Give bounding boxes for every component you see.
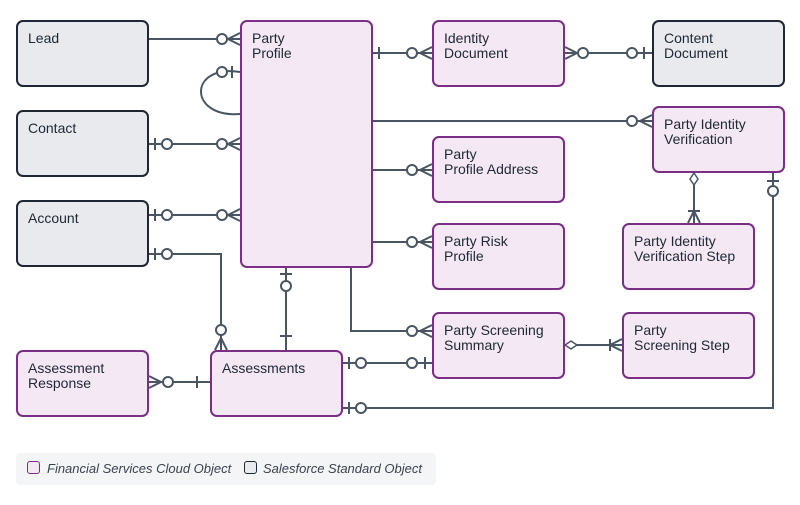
connector-party-risk-profile xyxy=(373,235,433,249)
connector-party-profile-self xyxy=(200,66,241,116)
connector-identity-document-content-document xyxy=(564,46,652,60)
connector-party-screening-summary xyxy=(350,268,433,338)
entity-account[interactable]: Account xyxy=(16,200,149,267)
connector-party-profile-address xyxy=(373,163,433,177)
connector-account-party-profile xyxy=(149,208,241,222)
entity-party-identity-verification[interactable]: Party Identity Verification xyxy=(652,106,785,173)
entity-party-risk-profile[interactable]: Party Risk Profile xyxy=(432,223,565,290)
connector-verification-step xyxy=(687,171,701,224)
connector-assessment-response-assessments xyxy=(148,375,210,389)
legend-swatch-fsc xyxy=(27,461,40,474)
entity-assessment-response[interactable]: Assessment Response xyxy=(16,350,149,417)
connector-assessments-screening-summary xyxy=(343,357,432,369)
entity-assessments[interactable]: Assessments xyxy=(210,350,343,417)
legend-label-standard: Salesforce Standard Object xyxy=(263,461,422,476)
legend-label-fsc: Financial Services Cloud Object xyxy=(47,461,232,476)
entity-party-profile[interactable]: Party Profile xyxy=(240,20,373,268)
entity-lead[interactable]: Lead xyxy=(16,20,149,87)
connector-party-profile-assessments xyxy=(280,268,292,350)
legend-swatch-standard xyxy=(244,461,257,474)
entity-party-identity-verification-step[interactable]: Party Identity Verification Step xyxy=(622,223,755,290)
connector-contact-party-profile xyxy=(149,137,241,151)
connector-party-profile-identity-verification xyxy=(373,114,653,128)
entity-identity-document[interactable]: Identity Document xyxy=(432,20,565,87)
legend: Financial Services Cloud Object Salesfor… xyxy=(16,453,436,485)
connector-lead-party-profile xyxy=(149,32,241,46)
connector-screening-step xyxy=(563,338,623,352)
entity-content-document[interactable]: Content Document xyxy=(652,20,785,87)
connector-account-assessments xyxy=(149,248,228,351)
entity-party-screening-step[interactable]: Party Screening Step xyxy=(622,312,755,379)
entity-contact[interactable]: Contact xyxy=(16,110,149,177)
connector-assessments-identity-verification xyxy=(343,173,779,414)
entity-party-profile-address[interactable]: Party Profile Address xyxy=(432,136,565,203)
entity-party-screening-summary[interactable]: Party Screening Summary xyxy=(432,312,565,379)
connector-party-profile-identity-document xyxy=(373,46,433,60)
